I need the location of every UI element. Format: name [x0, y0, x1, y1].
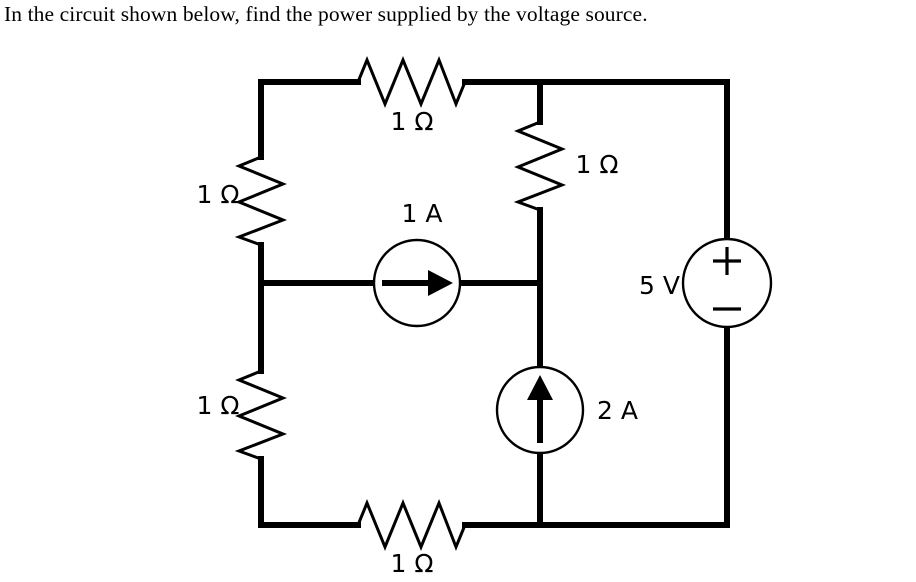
resistor-left-lower-label: 1 Ω	[197, 391, 240, 420]
resistor-left-upper: 1 Ω	[197, 155, 288, 247]
resistor-top-label: 1 Ω	[391, 107, 434, 136]
current-source-2a-arrow-head	[527, 375, 553, 400]
plus-icon	[713, 247, 741, 275]
resistor-bottom: 1 Ω	[356, 498, 467, 578]
resistor-bottom-zigzag	[356, 498, 467, 552]
voltage-source-5v-body	[681, 237, 773, 329]
resistor-left-lower: 1 Ω	[197, 369, 288, 461]
resistor-top: 1 Ω	[356, 55, 467, 136]
resistor-top-zigzag	[356, 55, 467, 109]
resistor-middle: 1 Ω	[513, 120, 619, 212]
resistor-left-upper-zigzag	[234, 155, 288, 247]
current-source-1a-label: 1 A	[402, 199, 443, 228]
resistor-middle-label: 1 Ω	[576, 150, 619, 179]
current-source-2a: 2 A	[495, 365, 638, 455]
current-source-2a-label: 2 A	[597, 396, 638, 425]
current-source-1a-arrow-head	[428, 270, 453, 296]
voltage-source-5v-label: 5 V	[639, 271, 680, 300]
resistor-left-lower-zigzag	[234, 369, 288, 461]
wire-network	[258, 79, 730, 528]
resistor-bottom-label: 1 Ω	[391, 549, 434, 578]
resistor-left-upper-label: 1 Ω	[197, 180, 240, 209]
voltage-source-5v: 5 V	[639, 237, 773, 329]
resistor-middle-zigzag	[513, 120, 567, 212]
current-source-1a: 1 A	[372, 199, 462, 328]
page-title: In the circuit shown below, find the pow…	[4, 2, 648, 26]
